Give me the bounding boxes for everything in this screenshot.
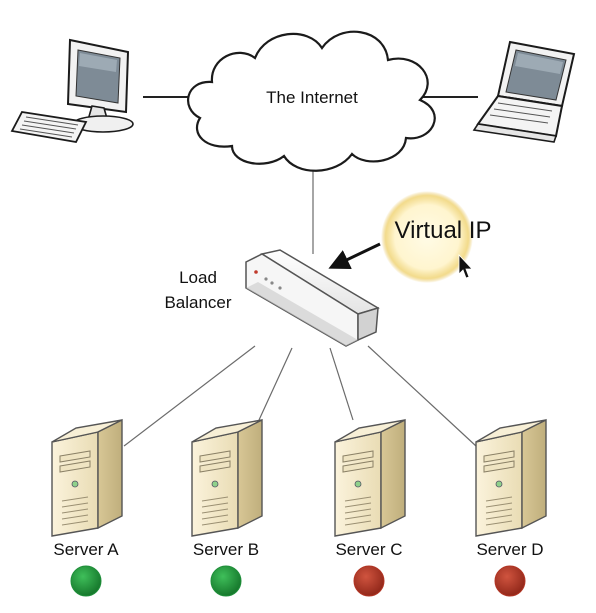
virtual-ip-callout: Virtual IP bbox=[328, 191, 492, 283]
internet-cloud: The Internet bbox=[187, 30, 436, 172]
server-status-indicator bbox=[353, 565, 385, 597]
server-tower-icon bbox=[51, 418, 123, 537]
load-balancer-to-server-a-line bbox=[123, 345, 256, 447]
laptop-computer-icon bbox=[472, 40, 576, 143]
server-c: Server C bbox=[334, 418, 406, 597]
server-status-indicator bbox=[494, 565, 526, 597]
server-group: Server A Server B Server C Server D bbox=[51, 418, 547, 597]
mouse-cursor-icon bbox=[458, 253, 473, 279]
load-balancer-to-server-c-line bbox=[329, 347, 354, 421]
cloud-label: The Internet bbox=[266, 88, 358, 107]
server-label: Server C bbox=[335, 540, 402, 559]
server-label: Server D bbox=[476, 540, 543, 559]
cursor-highlight-glow bbox=[381, 191, 473, 283]
load-balancer-to-server-b-line bbox=[258, 347, 293, 421]
server-label: Server A bbox=[53, 540, 119, 559]
server-tower-icon bbox=[191, 418, 263, 537]
server-status-indicator bbox=[210, 565, 242, 597]
cloud-shape bbox=[187, 30, 436, 172]
server-b: Server B bbox=[191, 418, 263, 597]
server-d: Server D bbox=[475, 418, 547, 597]
server-tower-icon bbox=[334, 418, 406, 537]
load-balancer-label-line1: Load bbox=[179, 268, 217, 287]
server-status-indicator bbox=[70, 565, 102, 597]
load-balancer-label-line2: Balancer bbox=[164, 293, 231, 312]
desktop-computer-icon bbox=[10, 38, 134, 144]
load-balancer-appliance-icon bbox=[245, 249, 380, 347]
server-a: Server A bbox=[51, 418, 123, 597]
load-balancer-to-server-d-line bbox=[367, 345, 477, 447]
virtual-ip-label: Virtual IP bbox=[395, 217, 492, 244]
server-label: Server B bbox=[193, 540, 259, 559]
virtual-ip-arrow bbox=[328, 242, 381, 270]
connection-lines bbox=[123, 96, 478, 447]
load-balancer: Load Balancer bbox=[164, 249, 380, 347]
server-tower-icon bbox=[475, 418, 547, 537]
